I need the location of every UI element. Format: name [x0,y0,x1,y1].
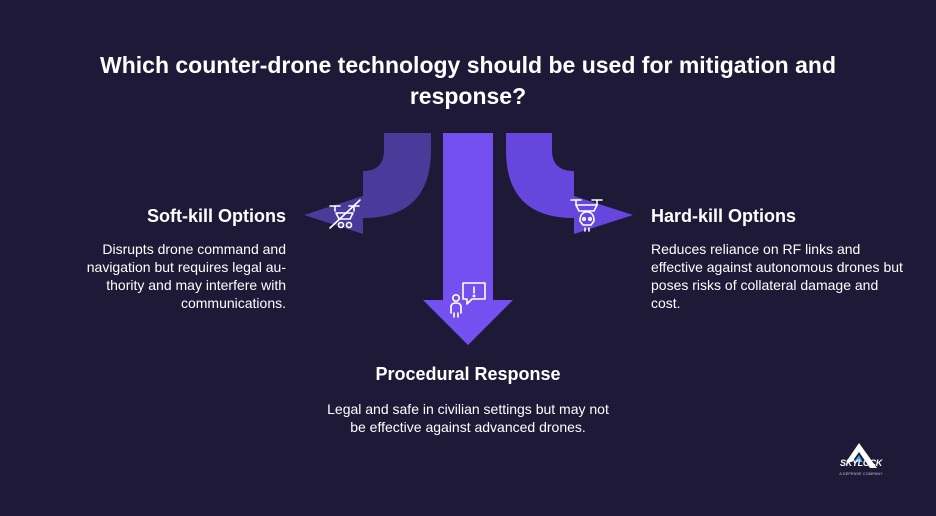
logo-wordmark: SKYLOCK [840,458,882,468]
page-title: Which counter-drone technology should be… [100,52,836,109]
logo-tagline: A DEFENSE COMPANY [839,471,883,476]
person-alert-icon [450,282,486,318]
brand-logo: SKYLOCK A DEFENSE COMPANY [836,440,886,486]
soft-kill-arrow [304,133,431,234]
soft-kill-description: Disrupts drone command and navigation bu… [86,241,286,311]
hard-kill-arrow [506,133,633,234]
procedural-heading: Procedural Response [375,364,561,384]
procedural-arrow [423,133,513,345]
hard-kill-heading: Hard-kill Options [651,206,797,226]
mountain-logo-icon [846,443,877,468]
soft-kill-heading: Soft-kill Options [147,206,286,226]
drone-skull-icon [570,199,603,232]
procedural-description: Legal and safe in civilian settings but … [327,401,609,435]
hard-kill-description: Reduces reliance on RF links and effecti… [651,241,903,311]
drone-crossed-icon [329,199,361,229]
